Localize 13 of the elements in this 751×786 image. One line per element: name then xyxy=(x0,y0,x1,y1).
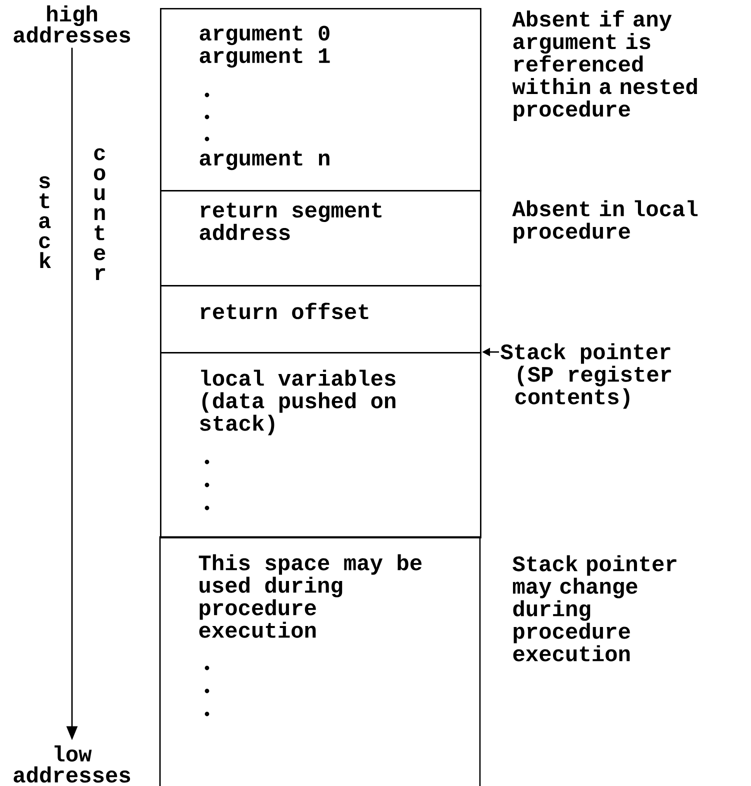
side-note: Absent if any argument is referenced within a nested procedure xyxy=(512,10,697,122)
side-note: Stack pointer may change during procedure execution xyxy=(512,555,676,662)
stack-cell: return segment address xyxy=(160,190,482,286)
vertical-label: counter xyxy=(94,148,106,280)
address-label: low addresses xyxy=(14,745,130,783)
stack-cell: return offset xyxy=(160,285,482,354)
pointer-note: Stack pointer (SP register contents) xyxy=(500,343,672,409)
side-note: Absent in local procedure xyxy=(512,200,698,244)
stack-cell: local variables (data pushed on stack) xyxy=(160,352,482,538)
address-label: high addresses xyxy=(14,5,130,43)
stack-cell: argument 0 argument 1 argument n xyxy=(160,8,482,192)
vertical-label: stack xyxy=(39,176,51,268)
stack-cell: This space may be used during procedure execution xyxy=(159,536,481,786)
